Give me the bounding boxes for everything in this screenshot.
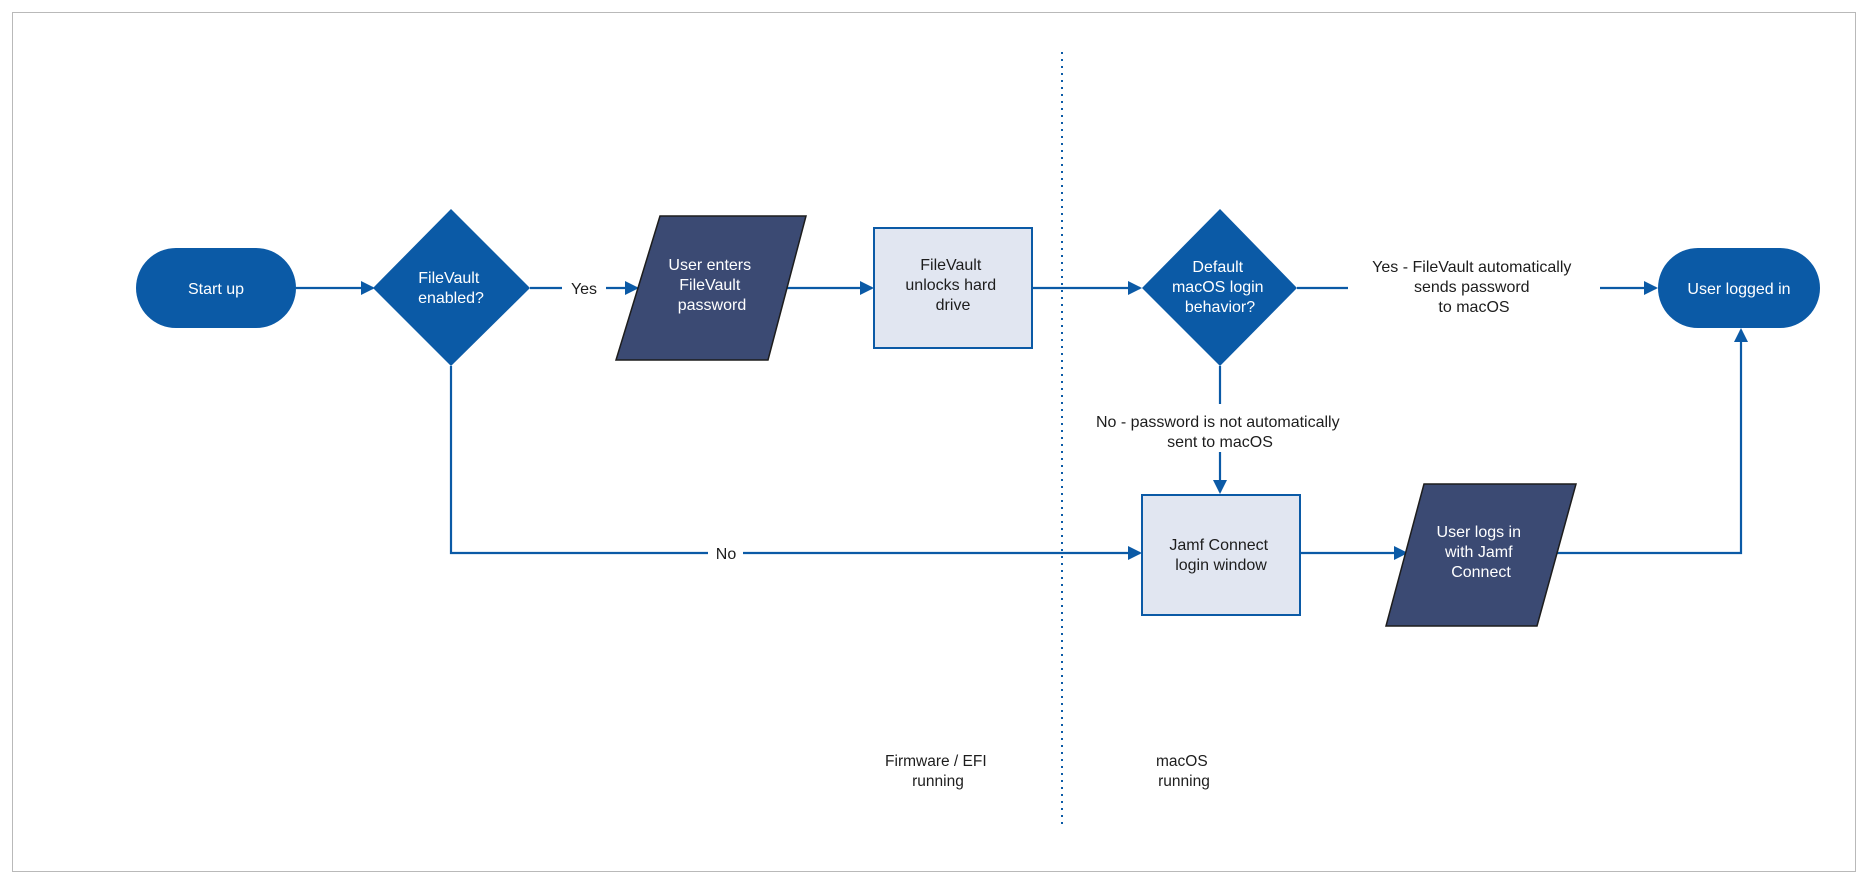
node-label: FileVault — [679, 277, 741, 294]
edges — [296, 281, 1748, 560]
node-label: password — [678, 297, 746, 314]
user-logged-in-node: User logged in — [1658, 248, 1820, 328]
node-label: FileVault — [920, 257, 982, 274]
node-label: Jamf Connect — [1169, 537, 1268, 554]
node-label: with Jamf — [1444, 544, 1513, 561]
svg-text:User logged in: User logged in — [1687, 281, 1790, 298]
edge-jamf-login-to-logged-in — [1553, 328, 1748, 555]
node-label: Start up — [188, 281, 244, 298]
zone-label-macos: macOS running — [1156, 753, 1212, 790]
node-label: User logged in — [1687, 281, 1790, 298]
filevault-unlocks-process: FileVault unlocks hard drive — [873, 227, 1033, 349]
edge-label-yes-auto: Yes - FileVault automatically sends pass… — [1372, 259, 1576, 316]
zone-label-firmware: Firmware / EFI running — [885, 753, 991, 790]
edge-label-no: No — [716, 546, 737, 563]
svg-text:Default macOS login: Default macOS login behavior? — [1172, 259, 1268, 316]
svg-text:Start up: Start up — [188, 281, 244, 298]
user-logs-in-jamf-input: User logs in with Jamf Connect — [1385, 483, 1577, 627]
start-up-node: Start up — [136, 248, 296, 328]
svg-text:FileVault enabled?: FileVault enabled? — [418, 270, 484, 307]
node-label: login window — [1175, 557, 1267, 574]
jamf-connect-window-process: Jamf Connect login window — [1141, 494, 1301, 616]
node-label: FileVault — [418, 270, 480, 287]
node-label: enabled? — [418, 290, 484, 307]
edge-label-no-auto: No - password is not automatically sent … — [1096, 414, 1344, 451]
node-label: User enters — [668, 257, 751, 274]
svg-text:FileVault unlocks hard: FileVault unlocks hard drive — [905, 257, 1000, 314]
svg-text:User enters FileVault: User enters FileVault password — [668, 257, 755, 314]
node-label: Connect — [1451, 564, 1511, 581]
node-label: behavior? — [1185, 299, 1255, 316]
node-label: Default — [1192, 259, 1243, 276]
node-label: unlocks hard — [905, 277, 996, 294]
svg-text:User logs in with Jamf: User logs in with Jamf Connect — [1437, 524, 1526, 581]
edge-filevault-no-a — [449, 366, 708, 555]
user-enters-password-input: User enters FileVault password — [614, 215, 807, 361]
filevault-enabled-decision: FileVault enabled? — [373, 209, 530, 366]
default-macos-login-decision: Default macOS login behavior? — [1142, 209, 1297, 366]
svg-text:Jamf Connect login windo: Jamf Connect login window — [1169, 537, 1272, 574]
node-label: drive — [936, 297, 971, 314]
diagram-frame — [12, 12, 1856, 872]
node-label: User logs in — [1437, 524, 1521, 541]
node-label: macOS login — [1172, 279, 1264, 296]
edge-label-yes: Yes — [571, 281, 597, 298]
